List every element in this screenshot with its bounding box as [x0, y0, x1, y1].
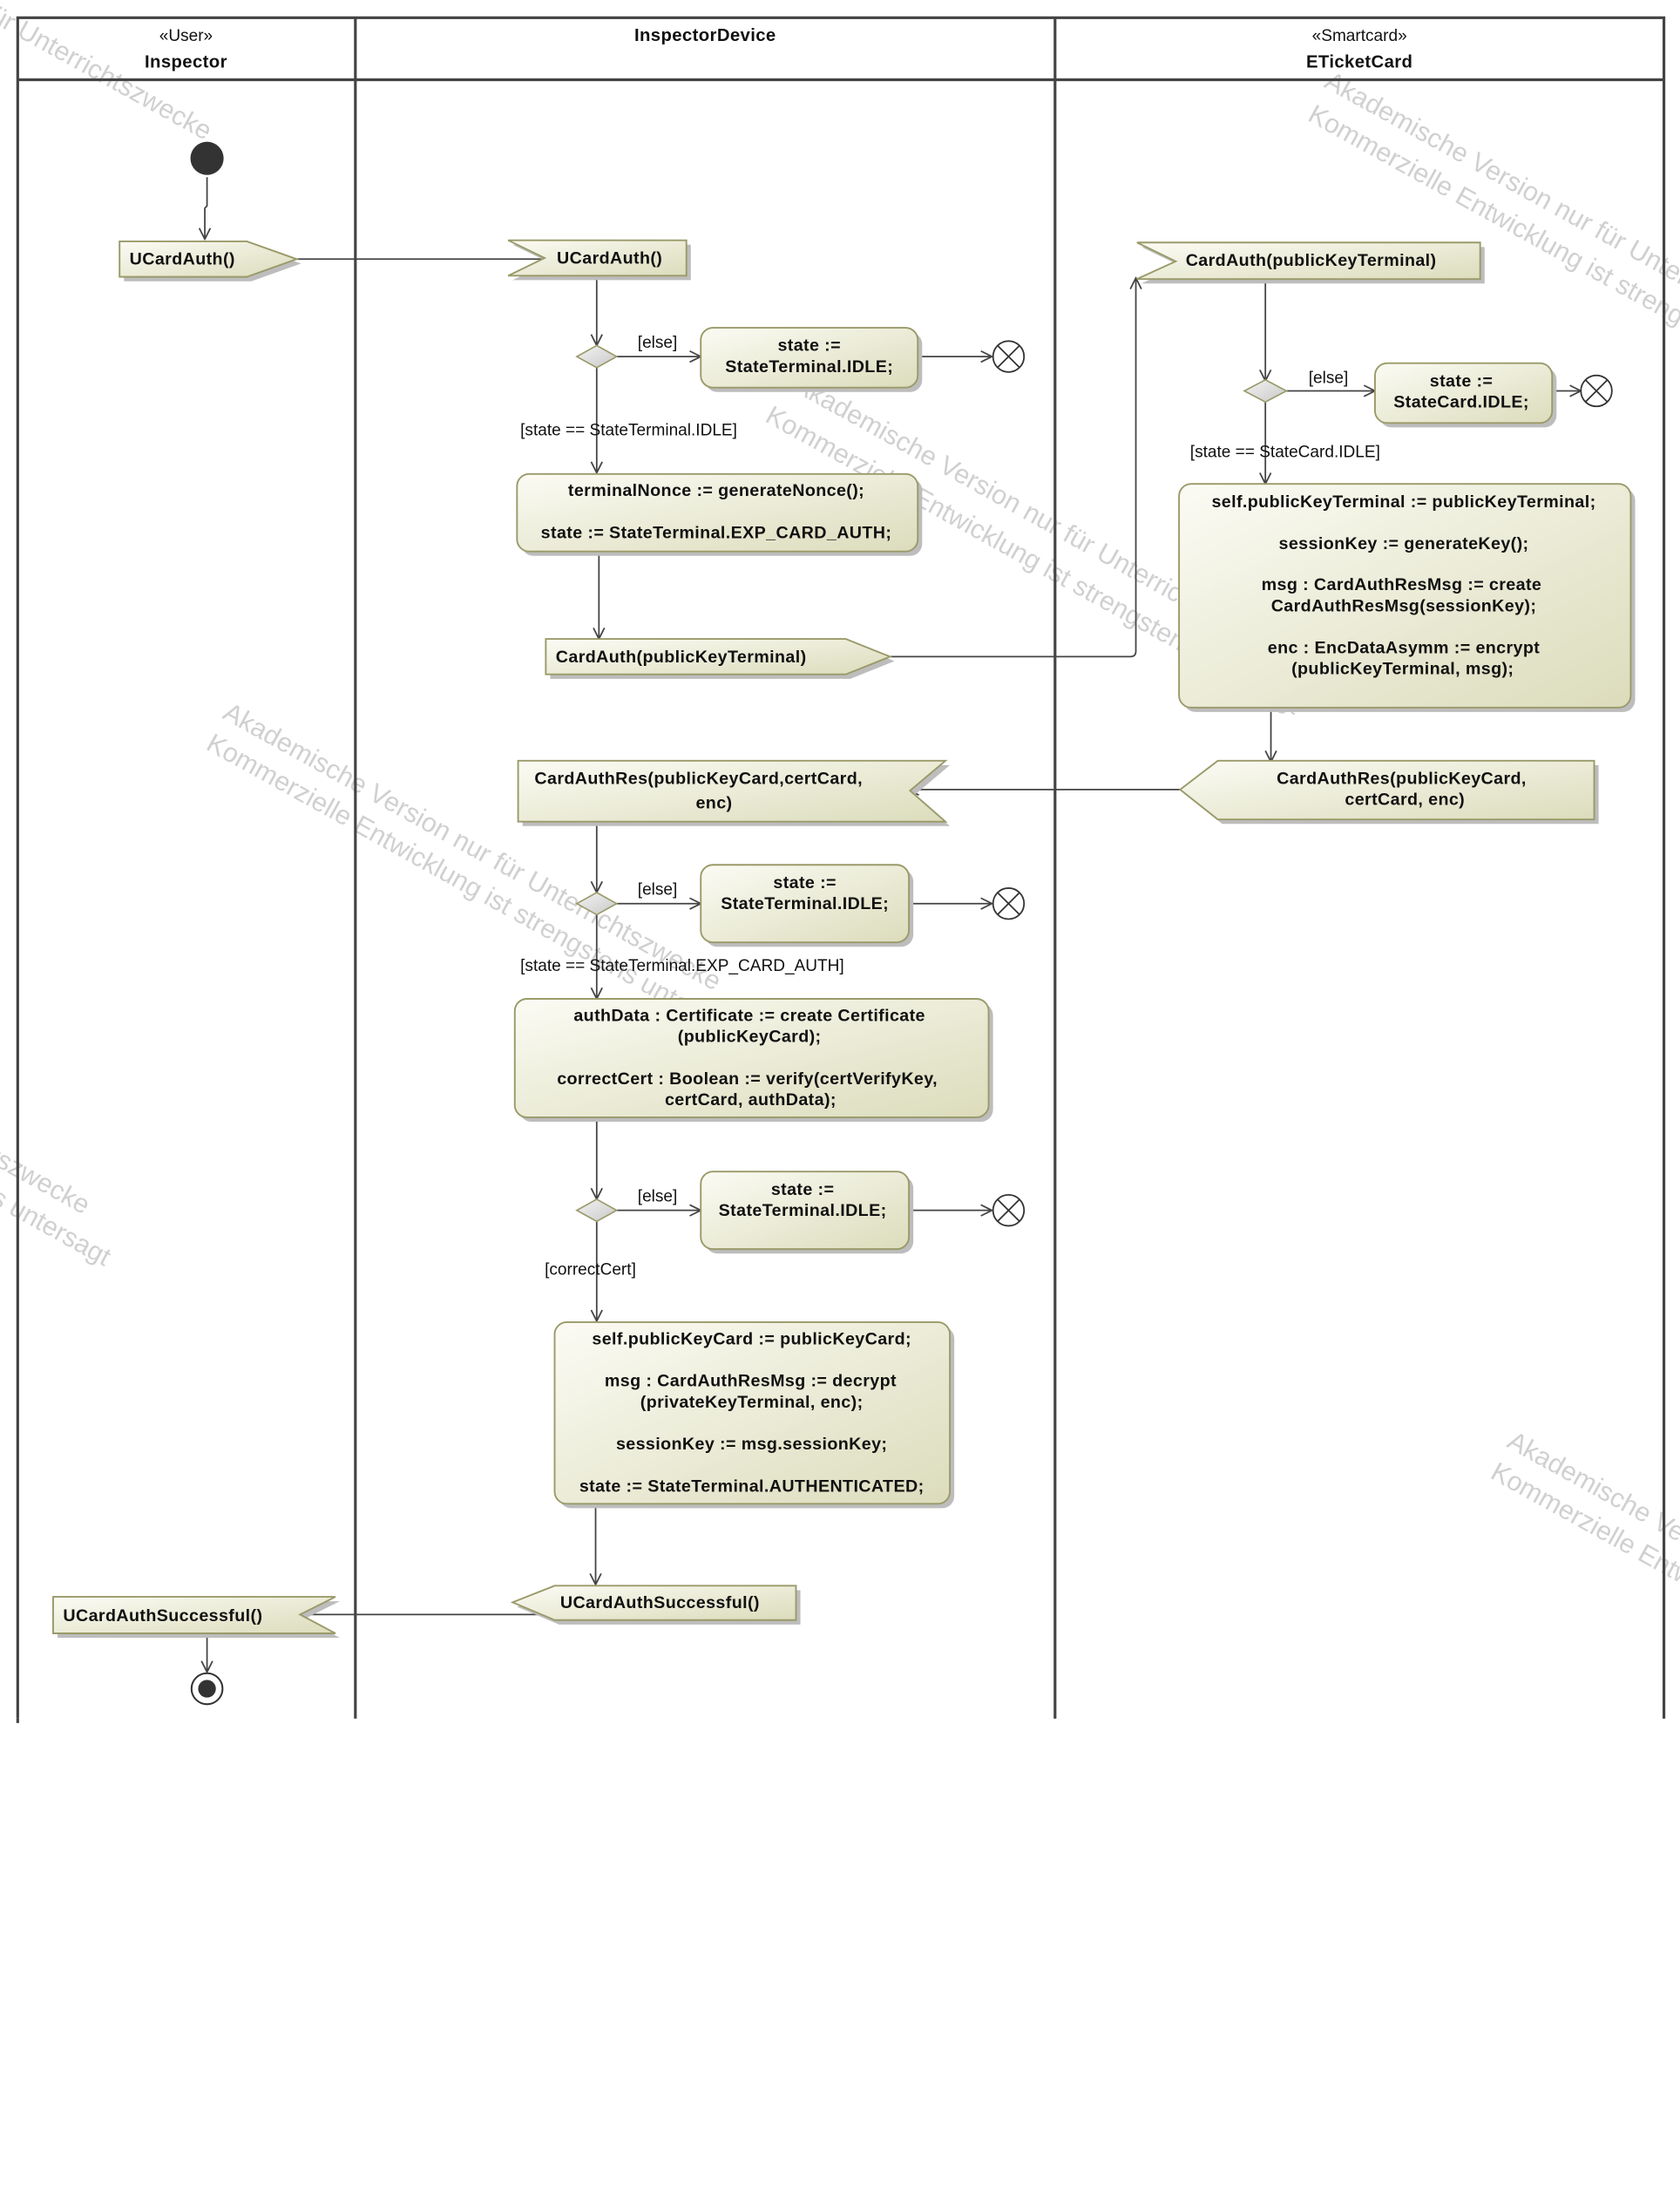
accept-event-label: UCardAuth() — [557, 248, 662, 268]
watermark-line: Akademische Version nur für Unterrichtsz… — [0, 0, 217, 146]
action-text-line: certCard, authData); — [665, 1090, 837, 1110]
accept-event-label: CardAuthRes(publicKeyCard,certCard, — [534, 770, 863, 789]
action-state-idle-1[interactable]: state := StateTerminal.IDLE; — [700, 327, 923, 392]
action-state-idle-3[interactable]: state := StateTerminal.IDLE; — [700, 1171, 914, 1254]
action-text-line: state := — [773, 873, 837, 893]
action-text-line: CardAuthResMsg(sessionKey); — [1271, 596, 1537, 615]
control-flows — [205, 177, 1581, 1672]
action-text-line: msg : CardAuthResMsg := decrypt — [605, 1372, 897, 1391]
activity-diagram: Akademische Version nur für Unterrichtsz… — [0, 0, 1680, 1777]
action-authenticate[interactable]: self.publicKeyCard := publicKeyCard; msg… — [553, 1321, 955, 1509]
guard-label: [else] — [638, 1187, 678, 1205]
guard-label: [correctCert] — [545, 1260, 636, 1279]
action-generate-session-key[interactable]: self.publicKeyTerminal := publicKeyTermi… — [1178, 483, 1636, 712]
send-signal-label: UCardAuthSuccessful() — [560, 1593, 760, 1612]
action-text-line: authData : Certificate := create Certifi… — [573, 1006, 925, 1025]
watermark-line: Akademische Version nur für Unterrichtsz… — [0, 920, 95, 1220]
action-text-line: (privateKeyTerminal, enc); — [640, 1393, 864, 1412]
lane-name-inspector-device: InspectorDevice — [634, 26, 776, 45]
action-text-line: state := StateTerminal.AUTHENTICATED; — [579, 1476, 925, 1496]
accept-event-label: enc) — [695, 793, 732, 812]
action-text-line: correctCert : Boolean := verify(certVeri… — [557, 1069, 938, 1089]
accept-event-ucardauthsuccessful[interactable]: UCardAuthSuccessful() — [52, 1596, 341, 1639]
send-signal-label: CardAuthRes(publicKeyCard, — [1277, 770, 1527, 789]
action-text-line: StateTerminal.IDLE; — [719, 1201, 887, 1220]
decision-node — [575, 344, 619, 369]
send-signal-cardauthres[interactable]: CardAuthRes(publicKeyCard, certCard, enc… — [1178, 759, 1599, 825]
action-text-line: self.publicKeyCard := publicKeyCard; — [592, 1329, 911, 1348]
action-state-card-idle[interactable]: state := StateCard.IDLE; — [1374, 362, 1557, 428]
action-text-line: (publicKeyTerminal, msg); — [1291, 660, 1514, 679]
action-text-line: terminalNonce := generateNonce(); — [568, 481, 864, 500]
send-signal-ucardauth[interactable]: UCardAuth() — [119, 241, 301, 282]
guard-label: [state == StateTerminal.IDLE] — [520, 421, 737, 439]
action-text-line: StateTerminal.IDLE; — [721, 894, 889, 913]
accept-event-label: UCardAuthSuccessful() — [63, 1606, 262, 1626]
send-signal-label: certCard, enc) — [1345, 791, 1465, 810]
flow — [205, 177, 207, 239]
object-flow — [890, 278, 1135, 658]
accept-event-label: CardAuth(publicKeyTerminal) — [1186, 251, 1437, 270]
decision-node — [575, 1198, 619, 1223]
lane-name-eticketcard: ETicketCard — [1306, 53, 1412, 72]
accept-event-ucardauth[interactable]: UCardAuth() — [507, 239, 691, 281]
action-text-line: msg : CardAuthResMsg := create — [1262, 575, 1542, 594]
decision-node — [575, 892, 619, 916]
guard-label: [state == StateTerminal.EXP_CARD_AUTH] — [520, 957, 844, 975]
action-text-line: sessionKey := generateKey(); — [1279, 534, 1529, 553]
send-signal-label: UCardAuth() — [130, 250, 235, 269]
lane-stereotype-inspector: «User» — [159, 27, 213, 45]
activity-final-node — [190, 1672, 224, 1706]
guard-label: [else] — [1309, 370, 1349, 388]
action-text-line: state := — [1430, 371, 1494, 390]
guard-label: [else] — [638, 881, 678, 899]
action-generate-nonce[interactable]: terminalNonce := generateNonce(); state … — [516, 472, 923, 556]
decision-node — [1243, 378, 1289, 404]
lane-bottom-cut — [0, 1718, 1680, 1737]
flow-final-icon — [1580, 374, 1613, 408]
guard-label: [else] — [638, 334, 678, 352]
lane-stereotype-eticketcard: «Smartcard» — [1312, 27, 1407, 45]
send-signal-label: CardAuth(publicKeyTerminal) — [556, 648, 807, 667]
guard-label: [state == StateCard.IDLE] — [1190, 444, 1380, 462]
initial-node — [190, 141, 224, 175]
accept-event-cardauthres[interactable]: CardAuthRes(publicKeyCard,certCard, enc) — [517, 759, 951, 826]
action-text-line: state := — [777, 336, 841, 356]
action-text-line: sessionKey := msg.sessionKey; — [616, 1435, 887, 1454]
send-signal-ucardauthsuccessful[interactable]: UCardAuthSuccessful() — [510, 1585, 801, 1625]
action-text-line: state := StateTerminal.EXP_CARD_AUTH; — [541, 523, 892, 542]
action-text-line: self.publicKeyTerminal := publicKeyTermi… — [1211, 492, 1595, 512]
action-text-line: (publicKeyCard); — [678, 1028, 822, 1047]
action-verify-certificate[interactable]: authData : Certificate := create Certifi… — [513, 998, 993, 1123]
watermark-line: Akademische Version nur für Unterrichtsz… — [219, 697, 727, 997]
swimlanes: «User» Inspector InspectorDevice «Smartc… — [0, 16, 1680, 1737]
action-text-line: enc : EncDataAsymm := encrypt — [1268, 639, 1541, 658]
flow-final-icon — [992, 887, 1026, 920]
action-text-line: StateCard.IDLE; — [1393, 393, 1529, 412]
action-text-line: StateTerminal.IDLE; — [725, 357, 893, 377]
accept-event-cardauth[interactable]: CardAuth(publicKeyTerminal) — [1136, 241, 1485, 284]
action-text-line: state := — [771, 1180, 835, 1199]
flow-final-icon — [992, 1193, 1026, 1227]
action-state-idle-2[interactable]: state := StateTerminal.IDLE; — [700, 864, 914, 947]
send-signal-cardauth[interactable]: CardAuth(publicKeyTerminal) — [545, 638, 895, 679]
flow-final-icon — [992, 340, 1026, 373]
watermark-line: Kommerzielle Entwicklung ist strengstens… — [1486, 1456, 1680, 1736]
lane-name-inspector: Inspector — [145, 53, 227, 72]
